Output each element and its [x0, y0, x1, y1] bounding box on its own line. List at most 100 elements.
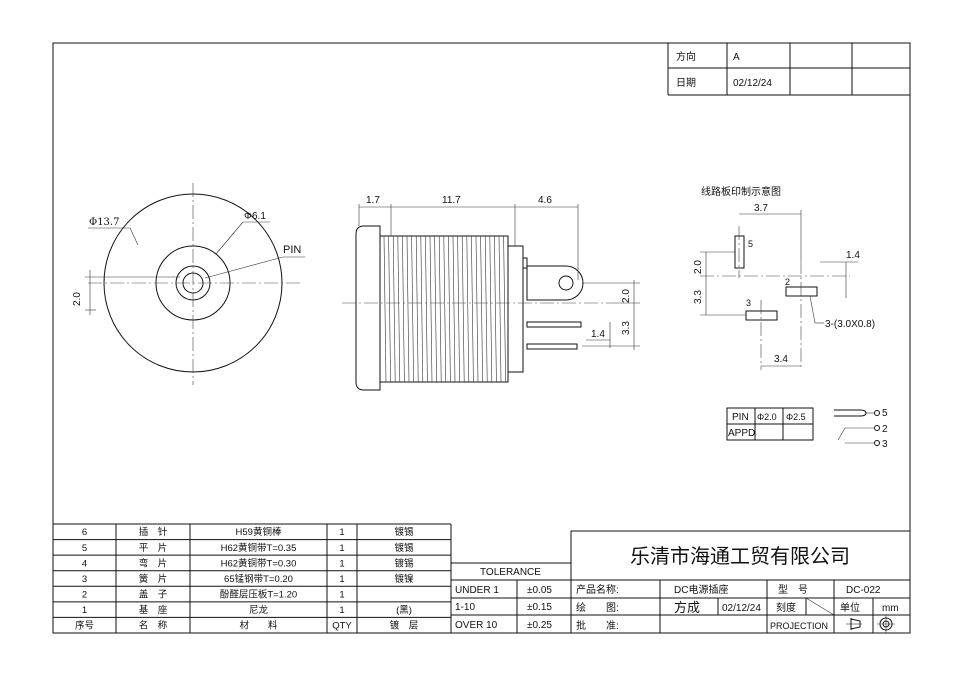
tol-value-1: ±0.05: [527, 585, 552, 596]
bom-cell-name: 基 座: [139, 604, 168, 616]
pad-2-label: 2: [785, 277, 790, 287]
pin-table-appd: APPD: [728, 428, 755, 439]
bom-cell-qty: 1: [339, 527, 344, 538]
schematic-pin-5: 5: [882, 408, 888, 419]
pin-table: PIN Φ2.0 Φ2.5 APPD: [726, 407, 814, 441]
thread-line: [397, 235, 401, 383]
thread-line: [461, 235, 465, 383]
pcb-dim-2-0: 2.0: [693, 260, 704, 274]
tolerance-table: TOLERANCE UNDER 1 ±0.05 1-10 ±0.15 OVER …: [450, 562, 572, 634]
bom-cell-no: 3: [82, 574, 87, 585]
schematic-pin-2: 2: [882, 424, 888, 435]
date-value: 02/12/24: [733, 78, 772, 89]
tol-value-3: ±0.25: [527, 620, 552, 631]
bom-header-name: 名 称: [139, 620, 168, 632]
bom-cell-material: H59黄铜棒: [236, 526, 282, 538]
bom-cell-no: 4: [82, 558, 87, 569]
pcb-dim-1-4: 1.4: [846, 250, 860, 261]
thread-line: [475, 235, 479, 383]
drawn-date: 02/12/24: [722, 603, 761, 614]
dim-2-0-side: 2.0: [621, 289, 632, 303]
front-view: Φ13.7 Φ6.1 PIN 2.0: [72, 183, 305, 385]
thread-line: [457, 235, 460, 383]
product-value: DC电源插座: [674, 583, 728, 596]
thread-line: [434, 235, 437, 383]
bom-cell-qty: 1: [339, 574, 344, 585]
bom-cell-name: 插 针: [139, 526, 168, 538]
unit-label: 单位: [840, 601, 860, 614]
tol-range-2: 1-10: [455, 602, 475, 613]
scale-label: 刻度: [776, 601, 796, 614]
thread-line: [406, 235, 410, 383]
company-name: 乐清市海通工贸有限公司: [630, 544, 850, 568]
dim-1-7: 1.7: [366, 195, 380, 206]
dim-1-4-side: 1.4: [591, 329, 605, 340]
bom-cell-qty: 1: [339, 590, 344, 601]
thread-line: [489, 235, 493, 383]
thread-line: [484, 235, 488, 383]
thread-line: [503, 235, 506, 383]
bom-cell-material: 酚醛层压板T=1.20: [220, 589, 297, 601]
bom-cell-plating: 镀镍: [394, 573, 414, 585]
thread-line: [448, 235, 451, 383]
tolerance-title: TOLERANCE: [480, 567, 541, 578]
projection-label: PROJECTION: [770, 621, 828, 631]
inner-dia-label: Φ6.1: [244, 211, 266, 222]
bom-cell-qty: 1: [339, 605, 344, 616]
pcb-dim-3-4: 3.4: [774, 354, 788, 365]
dim-4-6: 4.6: [538, 195, 552, 206]
tol-range-1: UNDER 1: [455, 585, 499, 596]
thread-line: [383, 235, 387, 383]
bom-header-no: 序号: [75, 620, 94, 632]
pcb-dim-3-7: 3.7: [754, 203, 768, 214]
pad-note: 3-(3.0X0.8): [825, 319, 875, 330]
thread-line: [429, 235, 433, 383]
thread-line: [471, 235, 474, 383]
outer-dia-label: Φ13.7: [89, 217, 119, 228]
bom-cell-material: H62黄铜带T=0.30: [221, 557, 297, 569]
bom-cell-no: 1: [82, 605, 87, 616]
bom-cell-name: 弯 片: [139, 557, 168, 569]
bom-cell-qty: 1: [339, 558, 344, 569]
bom-cell-name: 平 片: [139, 542, 168, 554]
bom-header-plating: 镀 层: [390, 620, 419, 632]
thread-line: [480, 235, 483, 383]
bom-cell-material: 尼龙: [249, 604, 269, 616]
bom-cell-plating: 镀锡: [394, 526, 413, 538]
model-value: DC-022: [846, 585, 881, 596]
tol-range-3: OVER 10: [455, 620, 498, 631]
company-block: 乐清市海通工贸有限公司 产品名称: DC电源插座 型 号 DC-022 绘 图:…: [570, 530, 911, 634]
side-view: 1.7 11.7 4.6 2.0 3.3 1.4: [342, 195, 640, 391]
bom-cell-no: 2: [82, 590, 87, 601]
bom-cell-plating: 镀锡: [394, 557, 413, 569]
dim-3-3-side: 3.3: [621, 321, 632, 335]
thread-line: [498, 235, 502, 383]
thread-line: [452, 235, 456, 383]
connector-schematic: 5 2 3: [834, 408, 888, 450]
thread-line: [443, 235, 447, 383]
schematic-pin-3: 3: [882, 439, 888, 450]
approve-label: 批 准:: [576, 619, 619, 632]
bom-header-material: 材 料: [239, 620, 278, 632]
pin-label: PIN: [283, 244, 301, 256]
thread-line: [392, 235, 396, 383]
pad-5-label: 5: [748, 239, 753, 249]
thread-line: [402, 235, 405, 383]
bom-cell-qty: 1: [339, 543, 344, 554]
pcb-layout: 线路板印制示意图 5 2 3 3.7 1.4 2.0 3.3 3.4 3-(3.…: [693, 185, 875, 370]
date-label: 日期: [676, 77, 696, 89]
projection-symbol-icon: [846, 618, 862, 630]
thread-line: [415, 235, 419, 383]
tol-value-2: ±0.15: [527, 602, 552, 613]
pad-3-label: 3: [746, 298, 751, 308]
front-offset-label: 2.0: [72, 292, 83, 306]
pcb-title: 线路板印制示意图: [701, 185, 781, 198]
thread-line: [420, 235, 424, 383]
unit-value: mm: [882, 603, 899, 614]
drawn-value: 方成: [674, 600, 700, 616]
pcb-dim-3-3: 3.3: [693, 290, 704, 304]
direction-value: A: [733, 52, 740, 63]
drawn-label: 绘 图:: [576, 601, 619, 614]
